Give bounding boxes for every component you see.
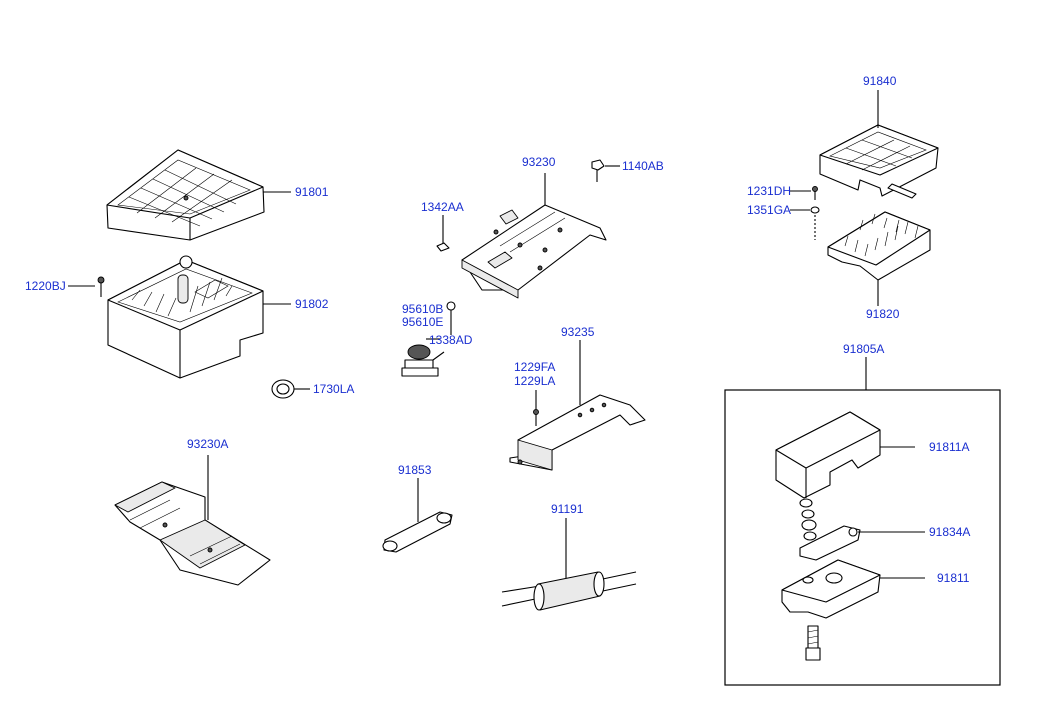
label-91811: 91811 [937, 571, 970, 585]
label-91801: 91801 [295, 185, 329, 199]
label-91191: 91191 [551, 502, 584, 516]
detail-box-91805a [724, 357, 1001, 686]
harness-91191 [501, 518, 637, 611]
fuse-box-base [107, 255, 264, 379]
label-1338AD: 1338AD [429, 333, 473, 347]
grommet-1730la [271, 379, 310, 399]
clip-1342aa [436, 215, 450, 252]
label-1220BJ: 1220BJ [25, 279, 66, 293]
leader-lines [263, 191, 440, 340]
label-93230A: 93230A [187, 437, 228, 451]
part-labels: 91801 91802 1220BJ 1730LA 93230A 93230 1… [25, 74, 970, 585]
label-1730LA: 1730LA [313, 382, 354, 396]
nut-1338ad [446, 301, 456, 335]
label-91802: 91802 [295, 297, 329, 311]
label-93235: 93235 [561, 325, 595, 339]
sensor-95610 [401, 344, 445, 377]
label-1231DH: 1231DH [747, 184, 791, 198]
bracket-93230a [114, 455, 271, 586]
label-91853: 91853 [398, 463, 432, 477]
label-91805A: 91805A [843, 342, 884, 356]
label-91834A: 91834A [929, 525, 970, 539]
label-91820: 91820 [866, 307, 900, 321]
label-1351GA: 1351GA [747, 203, 791, 217]
label-1229LA: 1229LA [514, 374, 555, 388]
label-91811A: 91811A [929, 440, 969, 454]
label-95610B: 95610B [402, 302, 443, 316]
relay-box-base [827, 211, 931, 306]
strap-91853 [382, 478, 453, 553]
label-91840: 91840 [863, 74, 897, 88]
label-1229FA: 1229FA [514, 360, 555, 374]
washer-1351ga [790, 206, 820, 240]
bolt-1140ab [591, 159, 620, 182]
label-1342AA: 1342AA [421, 200, 464, 214]
screw-1231dh [790, 186, 818, 200]
label-1140AB: 1140AB [622, 159, 664, 173]
label-93230: 93230 [522, 155, 556, 169]
relay-box-cover [819, 90, 939, 199]
bracket-93235 [509, 340, 646, 471]
screw-1220bj [68, 276, 105, 297]
fuse-box-cover [106, 149, 265, 241]
bracket-93230 [461, 173, 607, 299]
screw-1229fa [533, 390, 539, 426]
label-95610E: 95610E [402, 315, 443, 329]
